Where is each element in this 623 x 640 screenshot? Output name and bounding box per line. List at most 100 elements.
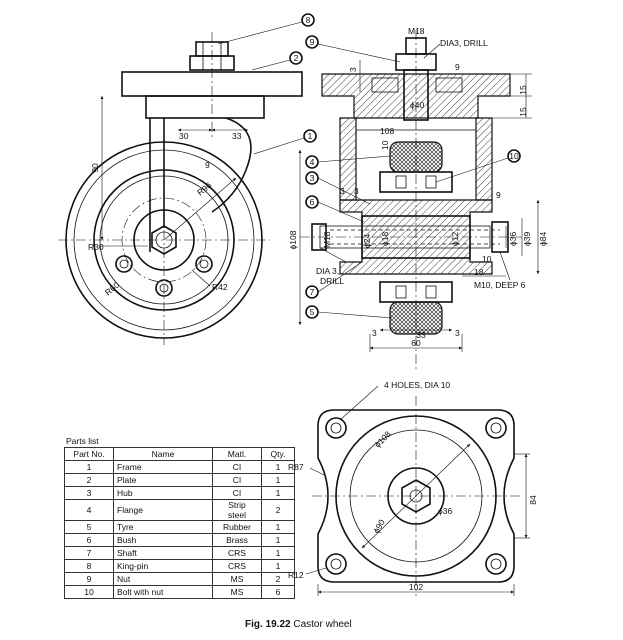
dim-3-top: 3 (348, 67, 358, 72)
svg-text:9: 9 (310, 37, 315, 47)
top-view: 4 HOLES, DIA 10 R87 R12 ϕ108 ϕ90 ϕ36 84 … (288, 380, 538, 596)
balloon-9 (305, 35, 319, 49)
parts-list-title: Parts list (66, 436, 99, 446)
dim-phi90: ϕ90 (371, 517, 387, 535)
dim-90: 90 (90, 163, 100, 173)
dim-3-b: 3 (354, 186, 359, 196)
hub-bolts (115, 255, 213, 297)
dim-r96: R96 (195, 180, 214, 198)
dim-9-top: 9 (455, 62, 460, 72)
frame-top (145, 95, 265, 119)
dim-60: 60 (411, 338, 421, 348)
dim-phi108: ϕ108 (288, 230, 298, 249)
dim-phi108-top: ϕ108 (372, 429, 393, 450)
dim-9: 9 (205, 160, 210, 170)
dim-10-b: 10 (482, 254, 492, 264)
dim-r60: R60 (103, 280, 122, 298)
dim-102: 102 (409, 582, 423, 592)
dim-30: 30 (179, 131, 189, 141)
balloon-4 (305, 155, 319, 169)
label-4-holes: 4 HOLES, DIA 10 (384, 380, 450, 390)
balloon-8 (301, 13, 315, 27)
dim-r30: R30 (88, 242, 104, 252)
dim-phi36: ϕ36 (508, 232, 518, 246)
side-view: 30 33 90 9 R96 R30 R60 R42 8 2 1 (58, 13, 317, 345)
dim-phi12: ϕ12 (450, 232, 460, 246)
svg-text:6: 6 (310, 197, 315, 207)
dim-15-a: 15 (518, 85, 528, 95)
balloon-5 (305, 305, 319, 319)
frame-outline (317, 409, 515, 583)
svg-text:10: 10 (509, 151, 519, 161)
dim-r42: R42 (212, 282, 228, 292)
header-qty: Qty. (261, 447, 295, 461)
dim-phi36-top: ϕ36 (438, 506, 452, 516)
dim-10: 10 (380, 140, 390, 150)
dim-r12: R12 (288, 570, 304, 580)
label-m10-deep: M10, DEEP 6 (474, 280, 526, 290)
svg-text:8: 8 (306, 15, 311, 25)
balloon-10 (507, 149, 521, 163)
dim-phi24: ϕ24 (362, 234, 372, 248)
svg-text:5: 5 (310, 307, 315, 317)
balloon-2 (289, 51, 303, 65)
frame-wall-right (475, 117, 493, 201)
figure-title: Castor wheel (293, 619, 352, 630)
label-dia3: DIA 3, (316, 266, 339, 276)
svg-text:2: 2 (294, 53, 299, 63)
dim-phi39: ϕ39 (522, 232, 532, 246)
dim-r87: R87 (288, 462, 304, 472)
flange-top (379, 171, 453, 193)
dim-33: 33 (232, 131, 242, 141)
balloon-7 (305, 285, 319, 299)
balloon-3 (305, 171, 319, 185)
front-section: M18 DIA3, DRILL 3 9 15 15 ϕ40 108 10 ϕ10… (288, 26, 548, 372)
dim-phi40: ϕ40 (410, 100, 424, 110)
svg-text:1: 1 (308, 131, 313, 141)
matl-line-2: steel (228, 510, 246, 520)
balloon-6 (305, 195, 319, 209)
dim-33-bottom: 33 (416, 330, 426, 340)
dim-108: 108 (380, 126, 394, 136)
header-matl: Matl. (212, 447, 262, 461)
tyre-top (389, 141, 443, 173)
parts-header-row: Part No. Name Matl. Qty. (64, 447, 295, 461)
dim-m18: M18 (322, 231, 332, 248)
corner-holes (325, 417, 507, 575)
figure-caption: Fig. 19.22 Castor wheel (245, 619, 352, 630)
label-drill: DRILL (320, 276, 344, 286)
balloon-1 (303, 129, 317, 143)
dim-3-left: 3 (372, 328, 377, 338)
dim-m18-top: M18 (408, 26, 425, 36)
plate-section (321, 73, 511, 119)
svg-text:3: 3 (310, 173, 315, 183)
figure-number: Fig. 19.22 (245, 619, 291, 630)
dim-phi18: ϕ18 (380, 232, 390, 246)
dim-3-a: 3 (340, 186, 345, 196)
dim-15-b: 15 (518, 107, 528, 117)
matl-line-1: Strip (228, 500, 246, 510)
header-name: Name (113, 447, 213, 461)
header-part-no: Part No. (64, 447, 114, 461)
svg-text:4: 4 (310, 157, 315, 167)
dim-phi84: ϕ84 (538, 232, 548, 246)
dim-9-b: 9 (496, 190, 501, 200)
dim-18: 18 (474, 267, 484, 277)
dim-dia3-drill: DIA3, DRILL (440, 38, 488, 48)
dim-3-right: 3 (455, 328, 460, 338)
svg-text:7: 7 (310, 287, 315, 297)
dim-84: 84 (528, 495, 538, 505)
